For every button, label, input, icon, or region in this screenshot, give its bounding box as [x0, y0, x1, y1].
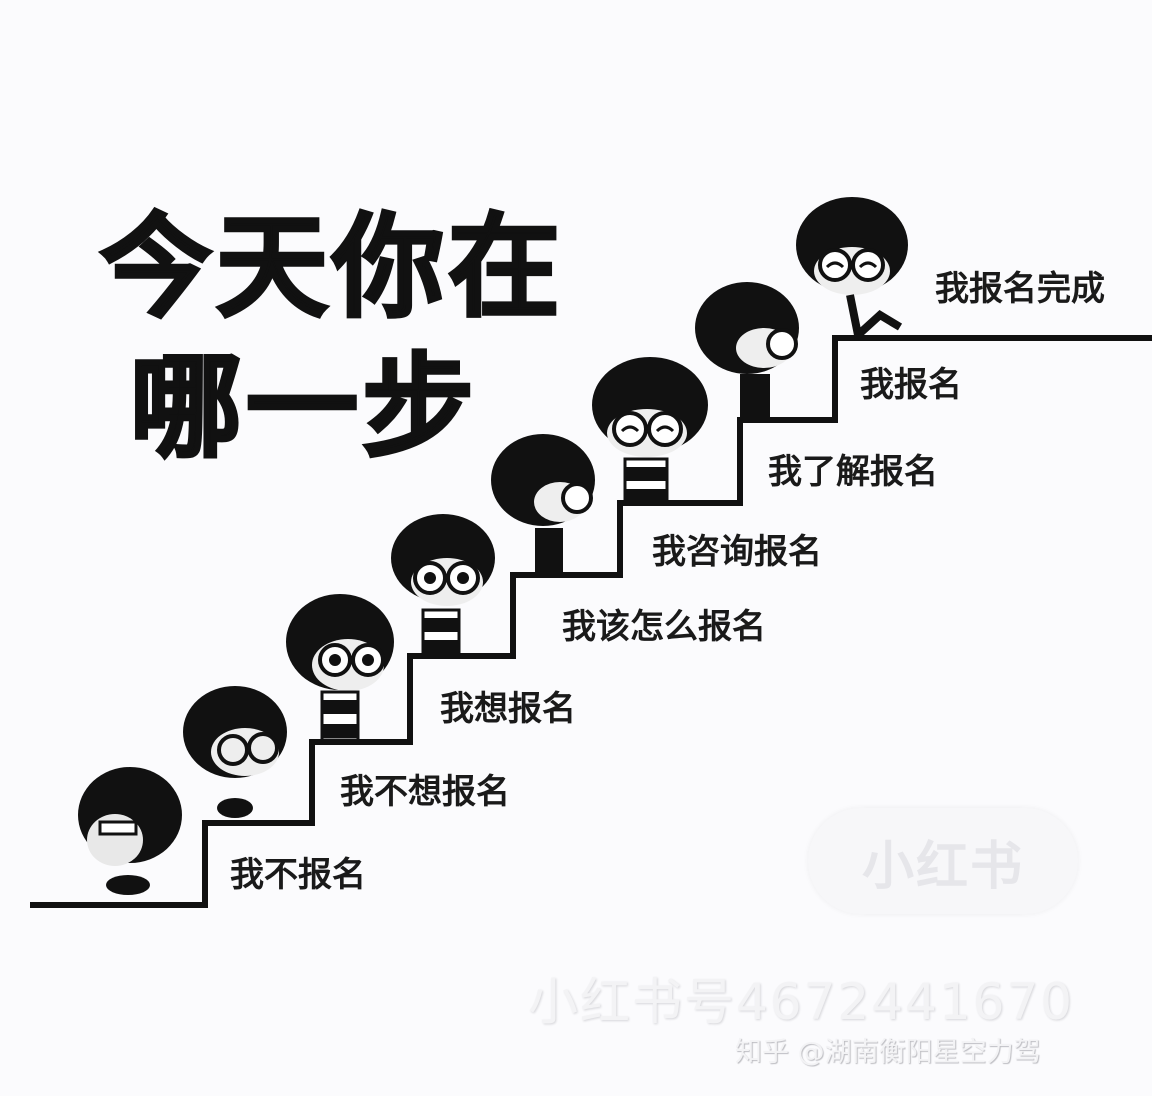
- step-label-3: 我想报名: [440, 689, 576, 729]
- zhihu-watermark: 知乎 @湖南衡阳星空力驾: [735, 1037, 1041, 1068]
- character-step-5-icon: [491, 434, 595, 572]
- step-label-6: 我了解报名: [768, 452, 938, 492]
- title-line-1: 今天你在: [99, 203, 564, 333]
- character-step-8-icon: [796, 197, 908, 340]
- character-step-3-icon: [286, 594, 394, 742]
- step-label-4: 我该怎么报名: [562, 607, 766, 647]
- step-label-1: 我不报名: [230, 855, 366, 895]
- step-label-5: 我咨询报名: [652, 532, 822, 572]
- step-label-2: 我不想报名: [340, 772, 510, 812]
- character-step-7-icon: [695, 282, 799, 420]
- step-label-7: 我报名: [860, 365, 962, 405]
- character-step-2-icon: [183, 686, 287, 818]
- character-step-4-icon: [391, 514, 495, 657]
- step-label-8: 我报名完成: [935, 269, 1105, 309]
- title-line-2: 哪一步: [129, 343, 478, 473]
- xiaohongshu-id-watermark: 小红书号4672441670: [528, 973, 1075, 1031]
- xiaohongshu-watermark-badge: 小红书: [808, 808, 1078, 914]
- character-step-1-icon: [78, 767, 182, 895]
- character-step-6-icon: [592, 357, 708, 505]
